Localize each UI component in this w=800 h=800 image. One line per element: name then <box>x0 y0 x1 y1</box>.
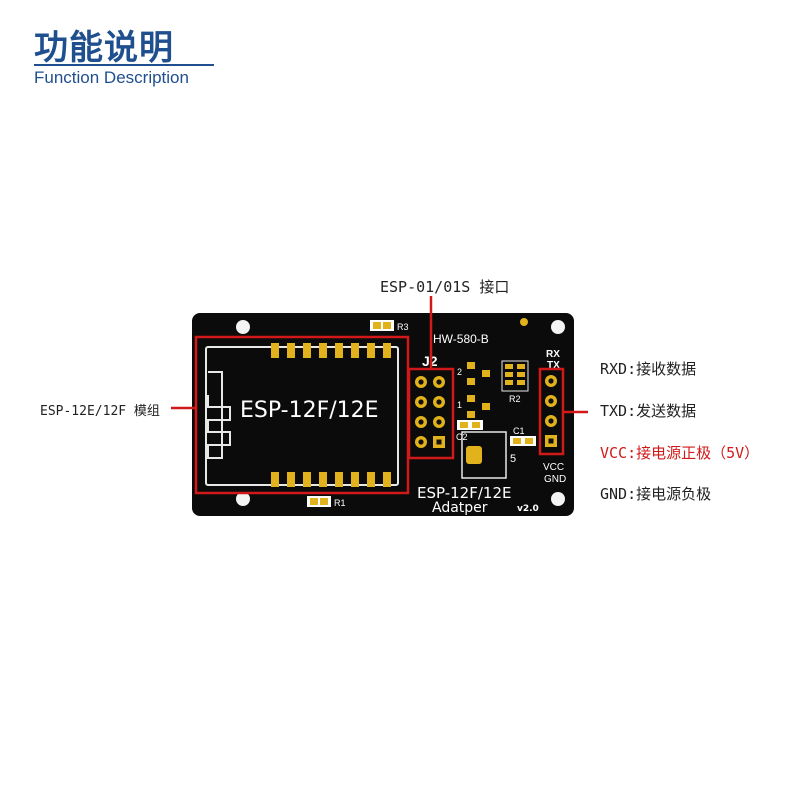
transistor-q2 <box>467 362 490 385</box>
transistor-q1 <box>467 395 490 418</box>
capacitor-c2 <box>457 420 483 430</box>
callout-rxd: RXD:接收数据 <box>600 360 697 378</box>
label-regulator: 5 <box>510 453 516 465</box>
board-model: HW-580-B <box>433 332 489 346</box>
j2-header-pins <box>415 376 445 448</box>
title-underline <box>34 64 214 66</box>
page-title: 功能说明 <box>34 28 174 68</box>
label-c1: C1 <box>513 426 525 436</box>
callout-txd: TXD:发送数据 <box>600 402 697 420</box>
label-r2: R2 <box>509 394 521 404</box>
resistor-r3 <box>370 320 394 331</box>
resistor-r2 <box>501 360 529 392</box>
module-top-pads <box>271 343 391 358</box>
callout-gnd: GND:接电源负极 <box>600 485 712 503</box>
resistor-r1 <box>307 496 331 507</box>
capacitor-c1 <box>510 436 536 446</box>
label-r3: R3 <box>397 322 409 332</box>
adapter-subtitle: Adatper <box>432 500 488 516</box>
antenna-trace <box>207 371 231 459</box>
pin-label-vcc: VCC <box>543 462 564 473</box>
module-outline <box>205 346 399 486</box>
pin-label-tx: TX <box>547 360 560 371</box>
pin-label-rx: RX <box>546 349 560 360</box>
callout-esp12-module: ESP-12E/12F 模组 <box>40 404 160 419</box>
adapter-version: v2.0 <box>517 504 539 514</box>
module-text: ESP-12F/12E <box>240 398 379 423</box>
callout-esp01-interface: ESP-01/01S 接口 <box>380 278 510 296</box>
label-q2: 2 <box>457 367 462 377</box>
serial-header-pins <box>545 375 557 447</box>
label-r1: R1 <box>334 498 346 508</box>
adapter-title: ESP-12F/12E <box>417 484 511 502</box>
regulator <box>461 431 507 479</box>
page-subtitle: Function Description <box>34 68 189 87</box>
callout-vcc: VCC:接电源正极（5V） <box>600 444 760 462</box>
module-bottom-pads <box>271 472 391 487</box>
mounting-holes <box>236 318 565 506</box>
label-q1: 1 <box>457 400 462 410</box>
pin-label-gnd: GND <box>544 474 566 485</box>
